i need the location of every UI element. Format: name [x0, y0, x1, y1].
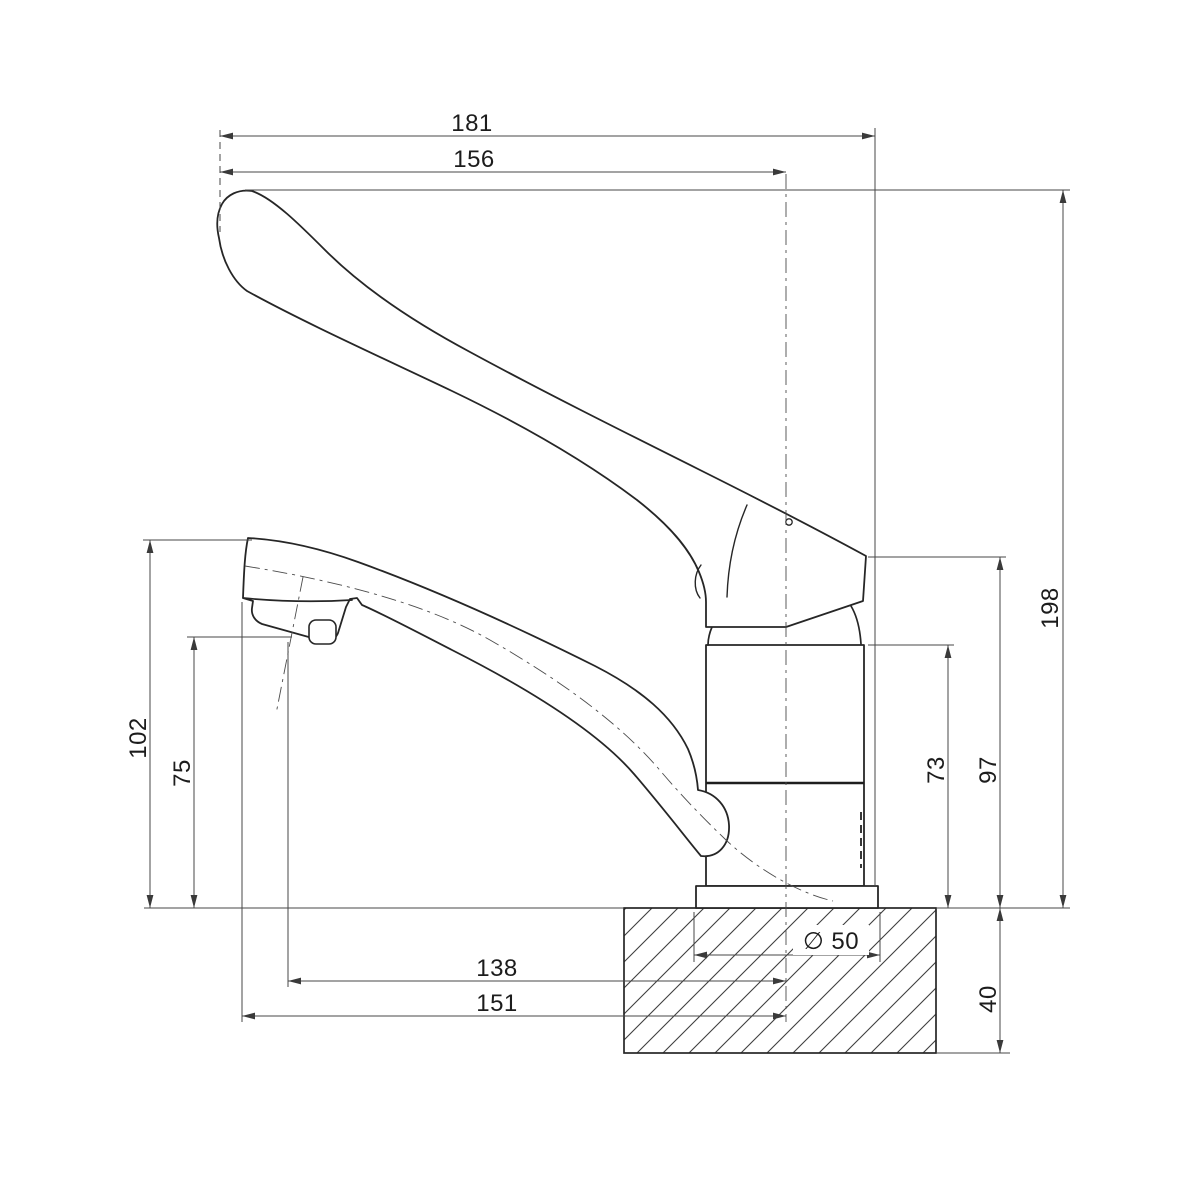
tap-body: [705, 644, 865, 887]
tap-body-group: [695, 644, 879, 909]
dim-outlet-to-centreline-value: 138: [476, 955, 518, 982]
dim-pivot-height-value: 97: [975, 756, 1002, 784]
dim-spout-height-value: 102: [125, 717, 152, 759]
dim-bench-thickness-value: 40: [975, 985, 1002, 1013]
cartridge-dome-arc: [707, 605, 862, 646]
dim-overall-height-value: 198: [1037, 587, 1064, 629]
dim-reach-to-centreline-value: 156: [453, 146, 495, 173]
dim-outlet-height-value: 75: [169, 759, 196, 787]
swivel-spout-group: [242, 537, 730, 857]
dim-base-diameter-mask: [793, 925, 869, 955]
lever-handle: [216, 189, 867, 628]
dimension-lines: [149, 135, 1064, 1053]
dim-base-diameter-value: ∅ 50: [803, 928, 859, 955]
lever-hub-crease: [726, 504, 748, 598]
lever-hub-corner: [694, 564, 702, 599]
base-flange: [695, 885, 879, 909]
dim-body-height-value: 73: [923, 756, 950, 784]
lever-handle-group: [216, 189, 867, 628]
dim-spout-end-to-centreline-value: 151: [476, 990, 518, 1017]
aerator-insert: [308, 619, 337, 645]
spout-head-joint-line: [242, 597, 353, 603]
centre-lines: [244, 174, 834, 1022]
dim-overall-reach-value: 181: [451, 110, 493, 137]
swivel-spout: [242, 537, 730, 857]
extension-lines: [143, 128, 1070, 1054]
